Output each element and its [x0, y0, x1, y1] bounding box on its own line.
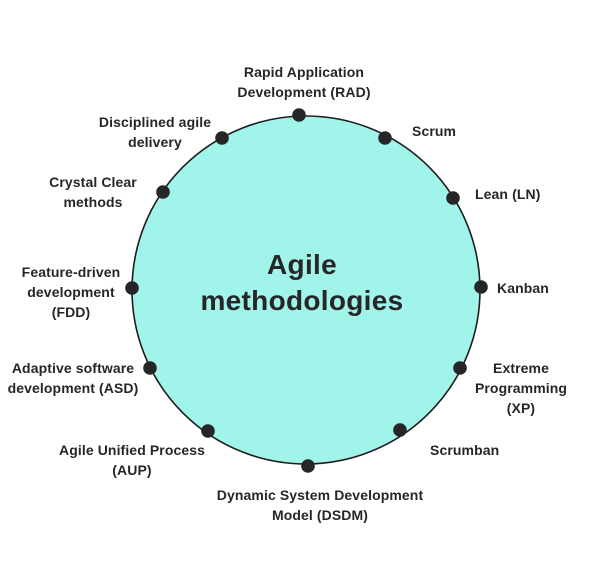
methodology-dot-rad	[292, 108, 306, 122]
diagram-title-line1: Agile	[267, 249, 337, 280]
methodology-dot-lean	[446, 191, 460, 205]
methodology-label-line: Agile Unified Process	[58, 442, 206, 458]
diagram-title-line2: methodologies	[200, 285, 404, 316]
methodology-label-line: Development (RAD)	[237, 84, 371, 100]
methodology-dot-aup	[201, 424, 215, 438]
methodology-label-crystal: Crystal Clear methods	[49, 172, 137, 212]
methodology-label-kanban: Kanban	[497, 278, 549, 298]
methodology-label-line: (AUP)	[112, 462, 152, 478]
methodology-dot-asd	[143, 361, 157, 375]
methodology-label-line: Crystal Clear	[49, 174, 137, 190]
methodology-label-line: Programming	[474, 380, 568, 396]
methodology-dot-scrum	[378, 131, 392, 145]
methodology-label-line: Adaptive software	[11, 360, 135, 376]
methodology-label-fdd: Feature-driven development (FDD)	[22, 262, 121, 322]
methodology-label-line: Rapid Application	[243, 64, 365, 80]
methodology-label-line: Disciplined agile	[98, 114, 212, 130]
methodology-label-scrumban: Scrumban	[430, 440, 499, 460]
methodology-label-lean: Lean (LN)	[475, 184, 540, 204]
methodology-label-line: delivery	[128, 134, 182, 150]
methodology-dot-kanban	[474, 280, 488, 294]
methodology-dot-crystal	[156, 185, 170, 199]
methodology-dot-fdd	[125, 281, 139, 295]
methodology-label-line: development (ASD)	[7, 380, 139, 396]
methodology-label-line: Dynamic System Development	[216, 487, 424, 503]
methodology-dot-scrumban	[393, 423, 407, 437]
methodology-dots	[125, 108, 488, 473]
methodology-label-line: Lean (LN)	[475, 186, 541, 202]
methodology-label-line: Scrum	[412, 123, 457, 139]
methodology-label-line: Extreme	[493, 360, 549, 376]
methodology-label-line: methods	[63, 194, 123, 210]
methodology-label-line: Feature-driven	[21, 264, 121, 280]
methodology-dot-xp	[453, 361, 467, 375]
methodology-label-aup: Agile Unified Process (AUP)	[59, 440, 205, 480]
methodology-label-line: development	[27, 284, 115, 300]
diagram-title: Agile methodologies	[200, 247, 403, 319]
methodology-label-line: (FDD)	[51, 304, 91, 320]
methodology-label-asd: Adaptive software development (ASD)	[8, 358, 139, 398]
methodology-label-line: Model (DSDM)	[271, 507, 369, 523]
methodology-label-line: (XP)	[506, 400, 536, 416]
methodology-label-disciplined: Disciplined agile delivery	[99, 112, 211, 152]
methodology-dot-disciplined	[215, 131, 229, 145]
methodology-label-line: Scrumban	[430, 442, 500, 458]
methodology-label-line: Kanban	[497, 280, 549, 296]
methodology-label-scrum: Scrum	[412, 121, 456, 141]
methodology-dot-dsdm	[301, 459, 315, 473]
